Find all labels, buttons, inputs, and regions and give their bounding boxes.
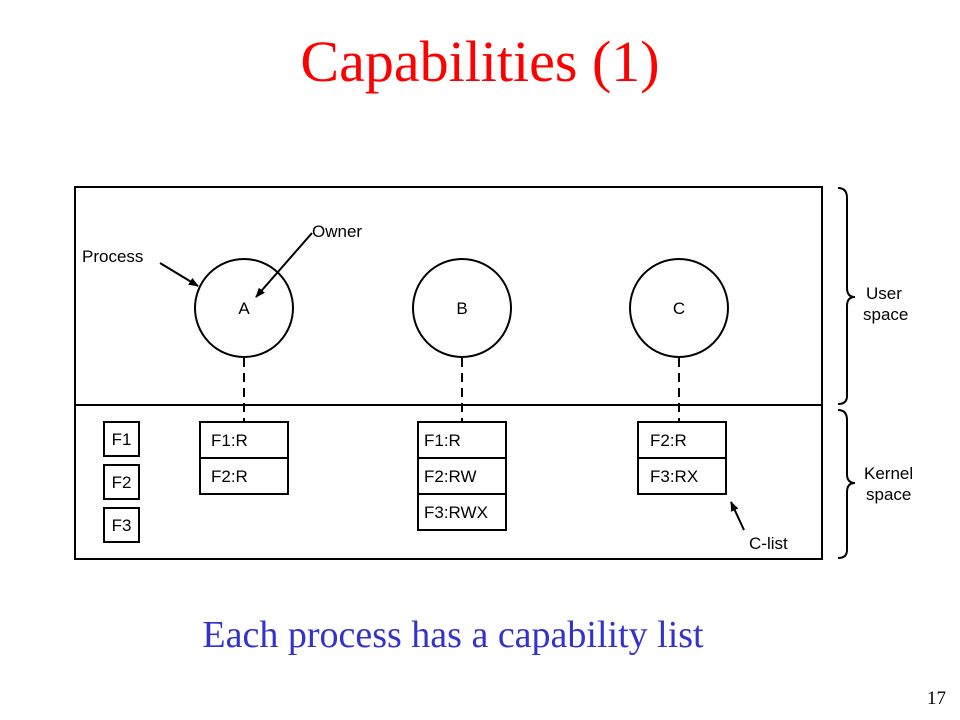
page-number: 17 [927, 688, 946, 709]
process-a-circle [194, 258, 294, 358]
process-b: B F1:R F2:RW F3:RWX [412, 258, 512, 531]
process-b-cap-2: F2:RW [424, 467, 477, 486]
slide-title: Capabilities (1) [300, 29, 660, 94]
process-c-cap-2: F3:RX [650, 467, 698, 486]
process-a-cap-1: F1:R [211, 431, 248, 450]
file-box-f3 [103, 507, 140, 543]
process-arrow [159, 262, 199, 287]
file-box-f2 [103, 464, 140, 500]
user-space-label-line1: User [866, 284, 902, 303]
slide-subtitle: Each process has a capability list [202, 614, 704, 656]
process-c-cap-1: F2:R [650, 431, 687, 450]
file-box-f1 [103, 421, 140, 457]
process-b-circle [412, 258, 512, 358]
kernel-space-label-line1: Kernel [864, 464, 913, 483]
process-b-name: B [456, 299, 467, 318]
process-b-cap-3: F3:RWX [424, 503, 488, 522]
kernel-space-label-line2: space [866, 485, 911, 504]
owner-arrow [255, 232, 313, 298]
file-f1: F1 [112, 430, 132, 449]
process-c-circle [629, 258, 729, 358]
c-list-arrow [730, 501, 745, 531]
user-space-brace [837, 187, 856, 405]
process-b-clist [417, 421, 507, 531]
process-c-name: C [673, 299, 685, 318]
c-list-label: C-list [749, 534, 788, 553]
process-b-cap-1: F1:R [424, 431, 461, 450]
file-f2: F2 [112, 473, 132, 492]
file-f3: F3 [112, 516, 132, 535]
owner-label: Owner [312, 222, 362, 241]
process-a: A F1:R F2:R [194, 258, 294, 495]
diagram-frame [74, 186, 823, 560]
kernel-space-brace [837, 409, 856, 559]
file-objects: F1 F2 F3 [103, 421, 140, 543]
process-a-cap-2: F2:R [211, 467, 248, 486]
process-label: Process [82, 247, 143, 266]
process-c: C F2:R F3:RX [629, 258, 729, 495]
process-a-name: A [238, 299, 250, 318]
user-space-label-line2: space [863, 305, 908, 324]
